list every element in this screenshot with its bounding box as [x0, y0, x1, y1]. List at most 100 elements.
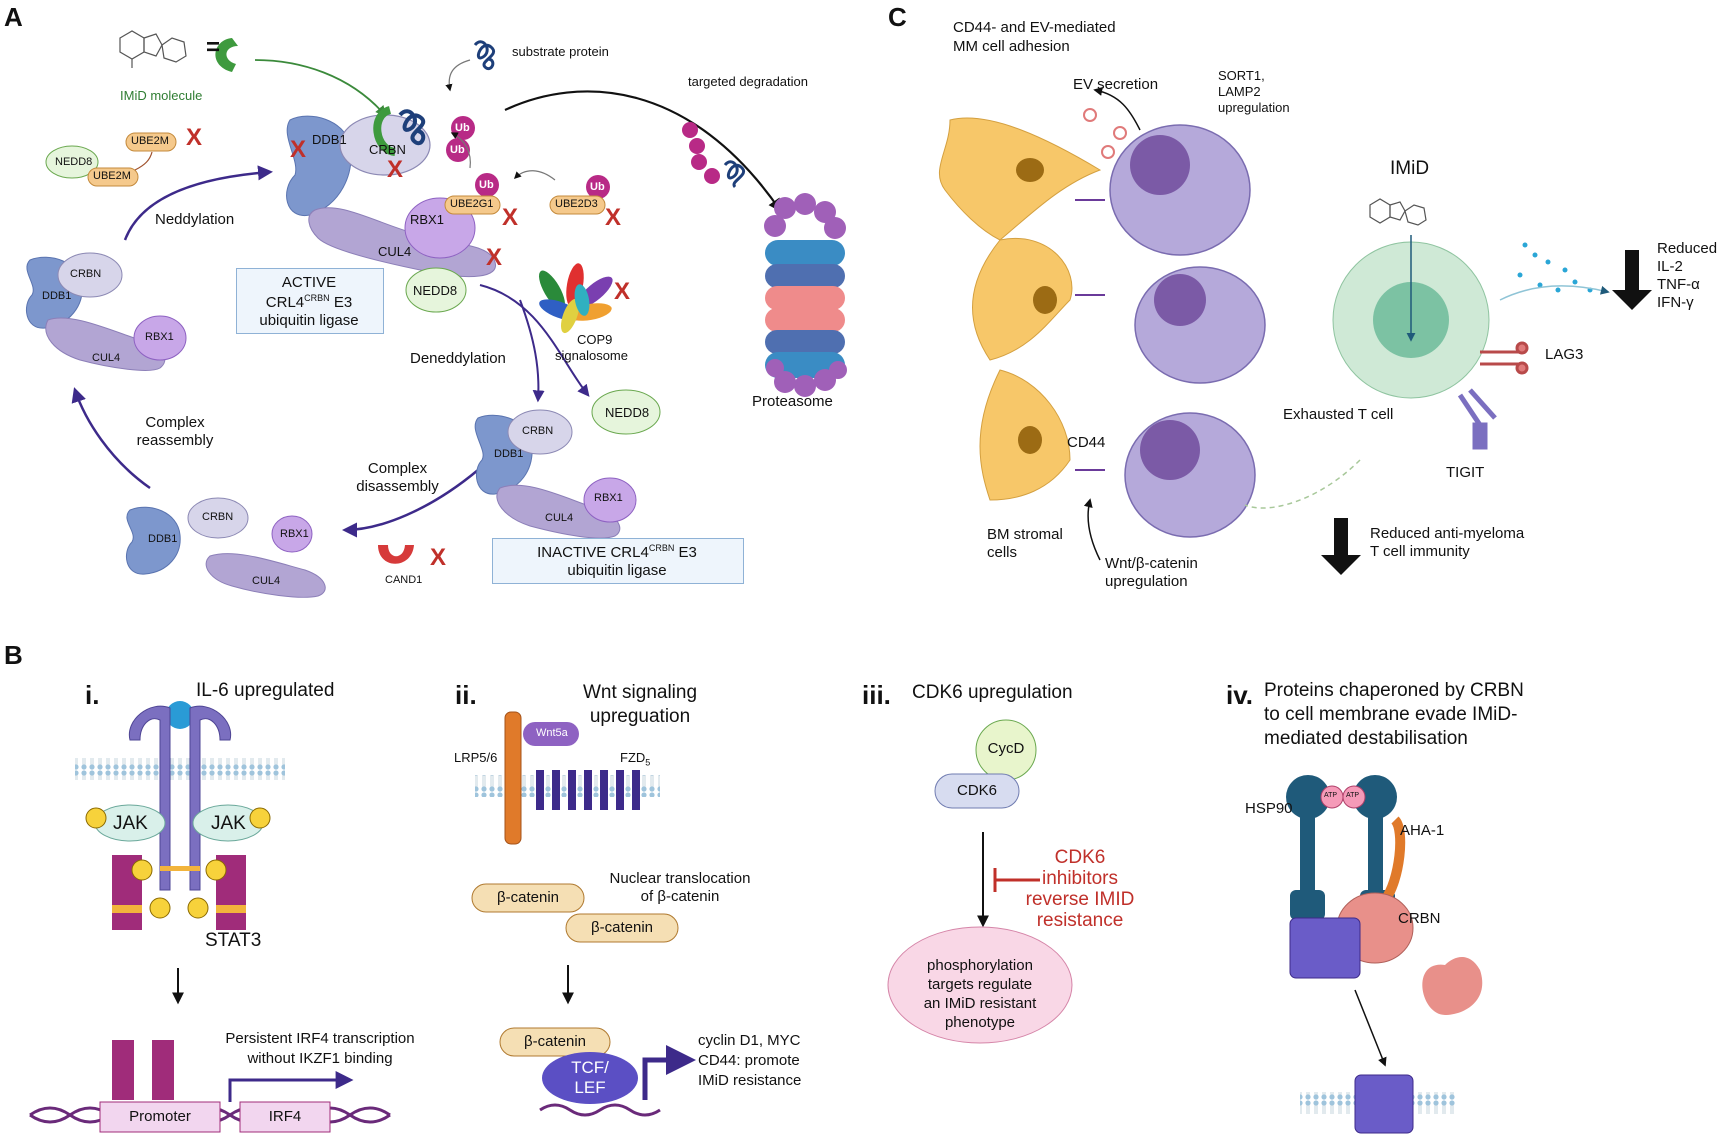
- active-label-2: CRL4CRBN E3: [265, 293, 353, 311]
- ev-secretion-arrow: [1093, 87, 1141, 131]
- proteasome-label: Proteasome: [752, 393, 833, 410]
- sub-ii-num: ii.: [455, 680, 477, 710]
- panel-c-title-2: MM cell adhesion: [953, 38, 1070, 55]
- cul4-active-shape: [308, 207, 496, 278]
- bm-stromal-label-2: cells: [987, 544, 1018, 561]
- reduced-cytokine-arrow: [1612, 250, 1652, 310]
- stromal-nucleus: [1018, 426, 1042, 454]
- myeloma-cell-icon: [1109, 124, 1266, 538]
- atp-label: ATP: [1346, 792, 1360, 799]
- panel-c-title-1: CD44- and EV-mediated: [953, 19, 1116, 36]
- deneddylation-label: Deneddylation: [410, 350, 506, 367]
- ube2g1-arrow: [450, 132, 471, 169]
- membrane-protein-icon: [1354, 1074, 1414, 1134]
- ev-icon: [1083, 108, 1127, 159]
- bm-stromal-label-1: BM stromal: [987, 526, 1063, 543]
- active-complex-box: [236, 268, 384, 334]
- targeted-degradation-arrow: [504, 90, 782, 213]
- stromal-nucleus: [1033, 286, 1057, 314]
- tcf-lef-shape: [542, 1052, 638, 1104]
- proteasome-icon: [764, 193, 847, 397]
- bcat-3-label: β-catenin: [524, 1033, 586, 1050]
- imid-c-label: IMiD: [1390, 158, 1430, 179]
- active-label-1: ACTIVE: [281, 274, 337, 291]
- phenotype-label-1: phosphorylation: [927, 957, 1033, 974]
- bcat-1-label: β-catenin: [497, 889, 559, 906]
- sub-i-num: i.: [85, 680, 100, 710]
- ube2m-arrow: [134, 151, 153, 171]
- stat3-dimer-left: [112, 1040, 134, 1100]
- cdk6-label: CDK6: [956, 782, 997, 799]
- rbx1-left-label: RBX1: [145, 331, 174, 343]
- inactive-complex-box: [492, 538, 744, 584]
- ub-circle: [475, 173, 499, 197]
- sub-iv-title-2: to cell membrane evade IMiD-: [1264, 704, 1518, 725]
- complex-reassembly-arrow: [71, 387, 151, 490]
- cyclin-label-2: CD44: promote: [698, 1052, 800, 1069]
- crbn-inactive-label: CRBN: [522, 425, 554, 437]
- reduced-immunity-arrow: [1321, 518, 1361, 575]
- cand1-label: CAND1: [385, 574, 423, 586]
- myeloma-nucleus: [1154, 274, 1206, 326]
- tcf-label-2: LEF: [574, 1078, 606, 1097]
- ddb1-inactive-label: DDB1: [494, 448, 524, 460]
- complex-reassembly-label-1: Complex: [145, 414, 205, 431]
- wnt-label-2: upregulation: [1105, 573, 1188, 590]
- substrate-arrow: [445, 59, 471, 92]
- rbx1-inactive-label: RBX1: [594, 492, 623, 504]
- substrate-bound-icon: [398, 109, 426, 146]
- nedd8-shape: [45, 145, 99, 179]
- wnt-arrow: [1083, 498, 1101, 561]
- anti-myeloma-label-1: Reduced anti-myeloma: [1370, 525, 1525, 542]
- ddb1-free-shape: [125, 506, 181, 575]
- crbn-active-label: CRBN: [369, 142, 406, 157]
- imid-molecule-label: IMiD molecule: [120, 88, 203, 103]
- cd44-label: CD44: [1067, 434, 1106, 451]
- imid-bound-icon: [373, 106, 397, 156]
- complex-reassembly-label-2: reassembly: [136, 432, 214, 449]
- gp130-right-shape: [189, 705, 232, 891]
- cytokine-dots: [1517, 242, 1593, 293]
- bcat-3-shape: [499, 1027, 611, 1057]
- lag3-label: LAG3: [1545, 346, 1584, 363]
- myeloma-nucleus: [1130, 135, 1190, 195]
- rbx1-inactive-shape: [583, 477, 637, 523]
- ube2d3-arrow: [513, 170, 556, 181]
- cross-mark: X: [614, 278, 631, 305]
- jak-left-label: JAK: [113, 813, 148, 834]
- imid-to-crbn-arrow: [254, 59, 387, 117]
- cyclin-label-1: cyclin D1, MYC: [698, 1032, 801, 1049]
- ube2m-label: UBE2M: [131, 135, 169, 147]
- fzd-label: FZD5: [620, 750, 651, 768]
- ub-circle: [446, 138, 470, 162]
- lrp56-shape: [504, 711, 522, 845]
- equals-sign: =: [206, 34, 221, 61]
- wnt-label-1: Wnt/β-catenin: [1105, 555, 1198, 572]
- rbx1-left-shape: [133, 315, 187, 361]
- nedd8-label: NEDD8: [55, 156, 93, 168]
- nuclear-translocation-1: Nuclear translocation: [609, 870, 751, 887]
- deneddylation-arrow: [479, 284, 590, 397]
- nedd8-bound-shape: [405, 267, 467, 313]
- promoter-box: [99, 1101, 221, 1133]
- cul4-free-label: CUL4: [252, 575, 281, 587]
- ub-circle: [586, 175, 610, 199]
- bcat-2-label: β-catenin: [591, 919, 653, 936]
- active-label-3: ubiquitin ligase: [259, 312, 359, 329]
- sub-iv-title-3: mediated destabilisation: [1264, 728, 1468, 749]
- bcat-1-shape: [471, 883, 585, 913]
- cycd-label: CycD: [987, 740, 1025, 757]
- phenotype-shape: [887, 926, 1073, 1044]
- sub-iii-title: CDK6 upregulation: [912, 682, 1073, 703]
- anti-myeloma-label-2: T cell immunity: [1370, 543, 1470, 560]
- sort1-label-3: upregulation: [1218, 100, 1290, 115]
- ube2g1-shape: [444, 195, 501, 215]
- irf4-label: IRF4: [268, 1108, 302, 1125]
- cul4-left-shape: [45, 317, 166, 371]
- lrp-label: LRP5/6: [454, 750, 498, 765]
- ube2g1-label: UBE2G1: [450, 198, 494, 210]
- phenotype-label-3: an IMiD resistant: [923, 995, 1037, 1012]
- sub-iv-num: iv.: [1226, 680, 1253, 710]
- inhibitor-label-2: inhibitors: [1041, 868, 1119, 889]
